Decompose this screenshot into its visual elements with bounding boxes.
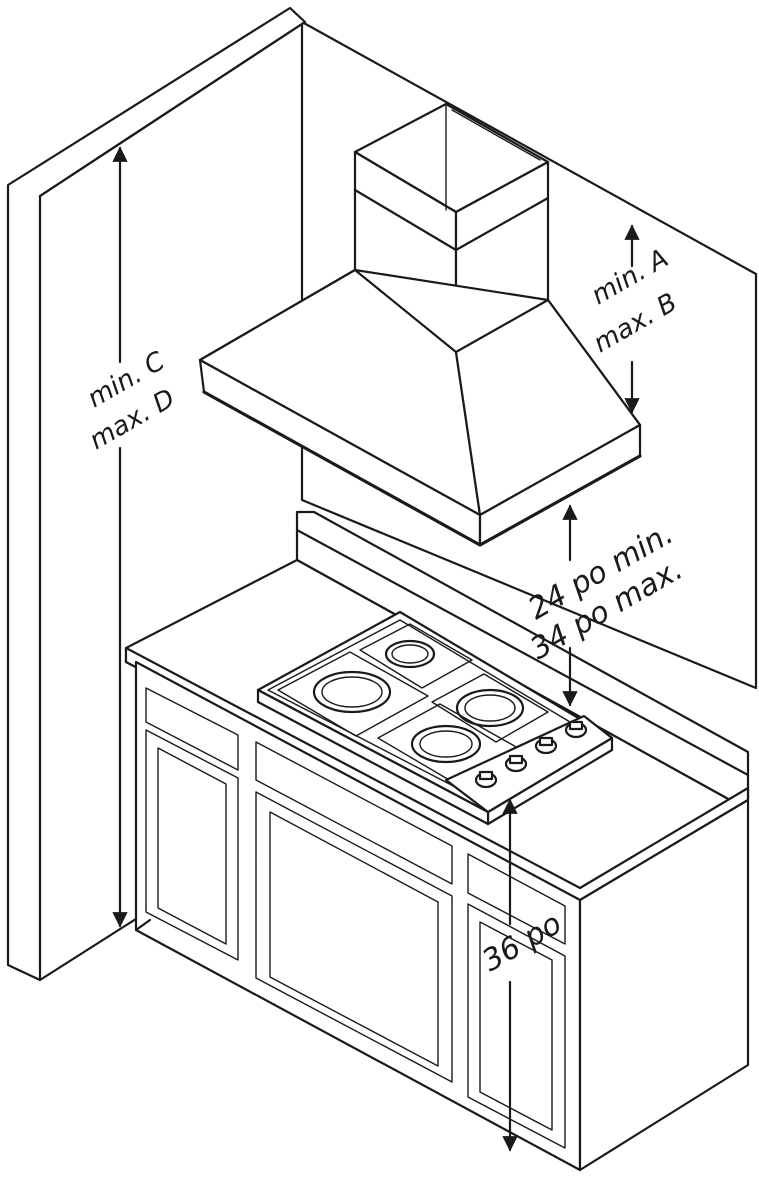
burner-back-right xyxy=(455,688,525,728)
control-knobs xyxy=(474,720,588,789)
side-wall xyxy=(6,6,307,982)
cooktop xyxy=(256,610,614,826)
base-cabinet xyxy=(134,660,750,1172)
range-hood xyxy=(198,102,642,547)
burner-large-left xyxy=(312,670,392,714)
burner-small-back xyxy=(384,639,436,669)
burner-front-right xyxy=(410,724,482,764)
